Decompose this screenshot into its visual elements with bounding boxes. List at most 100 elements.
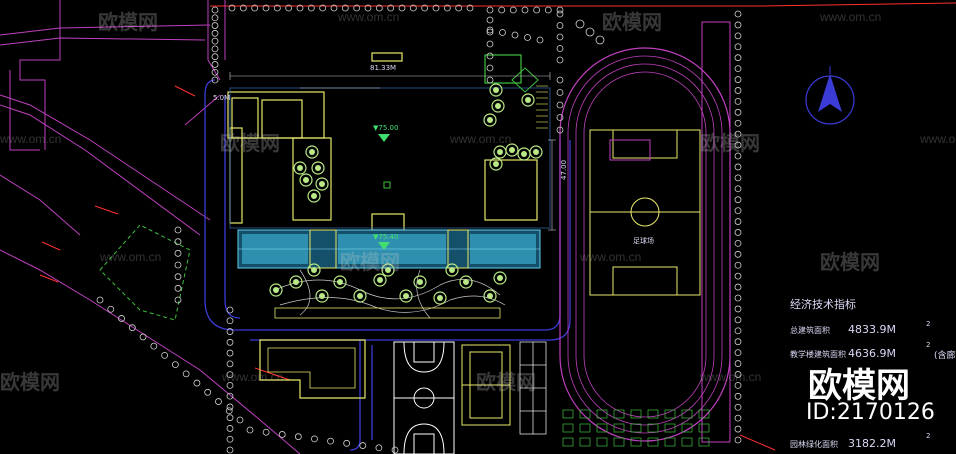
tree-core — [463, 279, 469, 285]
tree-outline — [734, 207, 742, 215]
tree-outline — [387, 4, 395, 12]
tree-outline — [211, 6, 219, 14]
tree-outline — [734, 229, 742, 236]
tech-row-label: 园林绿化面积 — [790, 440, 838, 449]
tree-outline — [343, 439, 351, 447]
tree-canopy — [489, 157, 503, 171]
tree-outline — [734, 338, 742, 346]
tech-row-note: (含廊) — [934, 351, 956, 361]
volleyball-court — [461, 344, 511, 426]
tree-outline — [226, 446, 234, 454]
watermark-url: www.om.cn — [0, 132, 62, 146]
parking-space — [664, 437, 676, 447]
tree-outline — [236, 416, 244, 424]
tree-outline — [226, 392, 234, 400]
tree-outline — [375, 444, 383, 452]
tree-canopy — [521, 93, 535, 107]
tree-outline — [533, 6, 541, 14]
pink-road-lines — [0, 0, 301, 454]
tree-outline — [171, 361, 179, 369]
tree-core — [437, 295, 443, 301]
tree-core — [493, 87, 499, 93]
watermark-brand-large: 欧模网 — [808, 366, 910, 406]
watermark-brand: 欧模网 — [476, 370, 536, 394]
tree-outline — [556, 101, 564, 109]
tree-core — [525, 97, 531, 103]
tree-outline — [226, 306, 234, 314]
tree-outline — [556, 33, 564, 41]
tech-row-label: 总建筑面积 — [790, 326, 830, 335]
tree-core — [487, 117, 493, 123]
parking-space — [664, 423, 676, 433]
tree-canopy — [307, 189, 321, 203]
tree-canopy — [505, 143, 519, 157]
parking-space — [562, 409, 574, 419]
tree-core — [319, 293, 325, 299]
watermark-id: ID:2170126 — [806, 400, 935, 425]
watermark-url: www.om.cn — [580, 250, 642, 264]
tree-outline — [486, 76, 494, 84]
tree-canopy — [353, 289, 367, 303]
left-green-plot — [99, 224, 191, 321]
tree-canopy — [413, 275, 427, 289]
tree-outline — [734, 381, 742, 389]
tree-outline — [585, 27, 595, 37]
tree-outline — [226, 328, 234, 335]
tree-outline — [734, 316, 742, 324]
tree-outline — [319, 4, 327, 12]
tree-outline — [211, 29, 219, 37]
dimension-top-label: 81.33M — [370, 64, 397, 72]
tree-outline — [246, 426, 254, 434]
tree-outline — [311, 435, 318, 443]
tree-outline — [225, 407, 233, 415]
tree-outline — [556, 126, 564, 134]
tree-outline — [734, 185, 742, 193]
tree-core — [449, 267, 455, 273]
teaching-building — [237, 229, 541, 269]
tree-core — [357, 293, 363, 299]
tree-outline — [215, 398, 222, 405]
tree-outline — [734, 76, 742, 83]
east-stairs — [536, 85, 548, 129]
tech-row-label: 教学楼建筑面积 — [790, 350, 846, 359]
tree-outline — [359, 442, 367, 449]
tree-core — [303, 177, 309, 183]
tree-core — [417, 279, 423, 285]
tree-core — [403, 293, 409, 299]
east-path-strip — [701, 21, 731, 443]
tree-outline — [536, 36, 544, 44]
tree-core — [273, 287, 279, 293]
tree-outline — [296, 4, 304, 12]
tech-row-unit: 2 — [926, 320, 931, 328]
tree-outline — [211, 45, 219, 53]
tree-canopy — [305, 145, 319, 159]
parking-space — [579, 409, 591, 419]
parking-space — [698, 437, 710, 447]
tree-outline — [174, 296, 182, 304]
tree-outline — [273, 4, 281, 12]
tech-row-unit: 2 — [926, 341, 931, 349]
tree-outline — [556, 22, 564, 29]
tree-outline — [285, 4, 293, 12]
tree-outline — [421, 4, 429, 12]
tree-outline — [174, 226, 182, 234]
tree-outline — [499, 29, 506, 36]
elevation-marker-north — [378, 134, 390, 142]
tree-outline — [734, 196, 742, 204]
tree-core — [493, 161, 499, 167]
tree-canopy — [489, 83, 503, 97]
tree-canopies — [269, 83, 543, 305]
tree-canopy — [293, 161, 307, 175]
tree-outline — [734, 294, 742, 302]
tree-outline — [409, 4, 417, 12]
tree-outline — [211, 14, 219, 22]
tree-canopy — [269, 283, 283, 297]
tree-outline — [486, 6, 494, 14]
tree-outline — [734, 349, 742, 357]
parking-space — [596, 423, 608, 433]
tree-outline — [575, 19, 585, 29]
tree-outline — [307, 4, 315, 12]
parking-space — [562, 423, 574, 433]
tree-outline — [364, 4, 372, 12]
watermark-brand: 欧模网 — [220, 131, 280, 155]
